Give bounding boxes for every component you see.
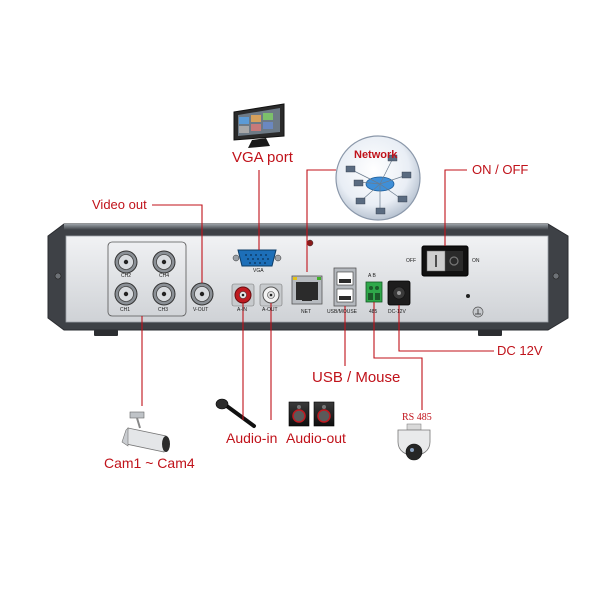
- screw-left: [54, 272, 62, 280]
- network-globe-icon: [335, 135, 421, 221]
- label-dc12v: DC-12V: [388, 309, 406, 315]
- callout-vga-port: VGA port: [232, 149, 293, 166]
- rca-audio-out: [259, 283, 283, 307]
- panel-dot: [466, 294, 470, 298]
- leader-lines: [141, 169, 494, 420]
- speakers-icon: [288, 401, 335, 427]
- label-on: ON: [472, 258, 480, 264]
- bnc-ch3: [152, 282, 176, 306]
- callout-dc-12v: DC 12V: [497, 343, 543, 358]
- microphone-icon: [215, 398, 256, 428]
- callout-rs485: RS 485: [402, 412, 432, 423]
- bnc-ch2: [114, 250, 138, 274]
- rca-audio-in: [231, 283, 255, 307]
- ptz-dome-camera-illustration: [397, 423, 431, 461]
- callout-on-off: ON / OFF: [472, 162, 529, 177]
- power-switch: [421, 245, 469, 277]
- label-ch3: CH3: [158, 307, 169, 313]
- leader-network: [306, 169, 336, 272]
- usb-ports: [333, 267, 357, 307]
- bnc-ch1: [114, 282, 138, 306]
- screw-right: [552, 272, 560, 280]
- label-vout: V-OUT: [193, 307, 209, 313]
- callout-audio-out: Audio-out: [286, 430, 346, 446]
- cctv-camera-illustration: [121, 411, 170, 453]
- label-ch2: CH2: [121, 273, 132, 279]
- bnc-vout: [190, 282, 214, 306]
- leader-on-off: [444, 169, 467, 246]
- label-net: NET: [301, 309, 311, 315]
- dvr-chassis-top-edge: [64, 224, 548, 230]
- label-ab: A B: [368, 273, 376, 279]
- rs485-terminal: [365, 281, 383, 303]
- rj45-net-port: [291, 275, 323, 305]
- callout-video-out: Video out: [92, 197, 147, 212]
- dvr-foot-right: [478, 330, 502, 336]
- label-ch1: CH1: [120, 307, 131, 313]
- panel-indicator: [306, 239, 314, 247]
- callout-cam1-cam4: Cam1 ~ Cam4: [104, 455, 195, 471]
- bnc-group-frame: [107, 241, 187, 317]
- vga-connector: [232, 249, 282, 267]
- callout-audio-in: Audio-in: [226, 430, 278, 446]
- dvr-unit: [47, 223, 569, 336]
- label-vga: VGA: [253, 268, 264, 274]
- label-aout: A-OUT: [262, 307, 278, 313]
- dvr-foot-left: [94, 330, 118, 336]
- leader-video-out: [152, 204, 203, 283]
- label-usb-mouse: USB/MOUSE: [327, 309, 358, 315]
- monitor-illustration: [233, 103, 285, 148]
- label-off: OFF: [406, 258, 416, 264]
- dc-power-jack: [387, 280, 411, 306]
- label-ain: A-IN: [237, 307, 247, 313]
- ground-terminal: [472, 306, 484, 318]
- leader-rs485: [373, 302, 423, 410]
- label-485: 485: [369, 309, 378, 315]
- callout-usb-mouse: USB / Mouse: [312, 369, 401, 386]
- label-ch4: CH4: [159, 273, 170, 279]
- bnc-ch4: [152, 250, 176, 274]
- leader-dc-12v: [398, 305, 494, 352]
- callout-network: Network: [354, 149, 398, 161]
